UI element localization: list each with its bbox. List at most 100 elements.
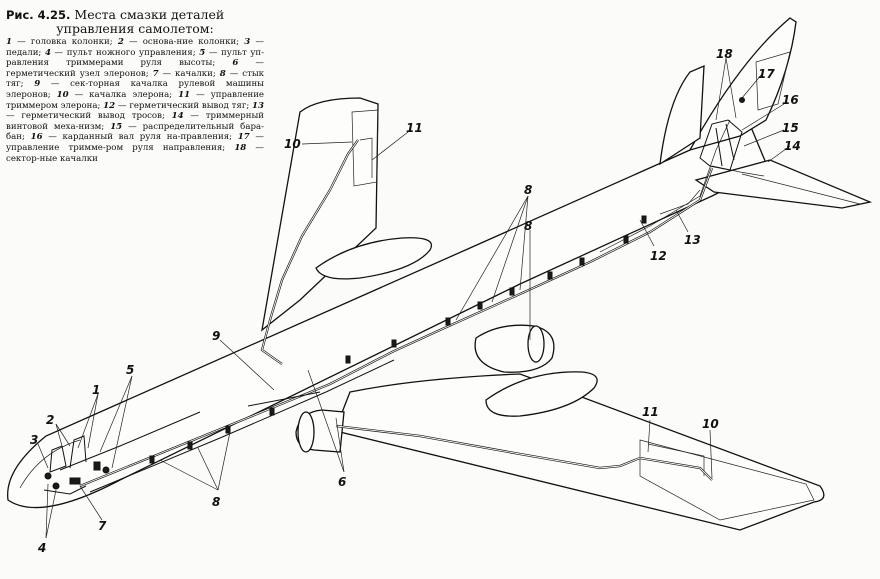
- left-stabilizer: [659, 64, 705, 166]
- right-wing: [335, 373, 825, 531]
- legend-text: герметический вывод тросов;: [21, 111, 165, 122]
- callout-15: 15: [782, 121, 799, 135]
- legend-number: 15: [110, 121, 123, 132]
- callout-6: 6: [338, 475, 346, 489]
- left-nacelle-fairing: [315, 237, 432, 280]
- legend-text: пульт ножного управления;: [66, 47, 196, 58]
- legend-text: управление тримме-ром руля направления;: [6, 142, 226, 153]
- legend-entry: 11 — управление триммером элерона;: [6, 89, 265, 111]
- legend-entry: 1 — головка колонки;: [6, 37, 113, 47]
- legend-entry: 15 — распределительный бара-бан;: [6, 121, 264, 143]
- legend-text: триммерный винтовой меха-низм;: [6, 111, 265, 132]
- legend-entry: 7 — качалки;: [152, 68, 216, 79]
- legend-entry: 9 — сек-торная качалка рулевой машины эл…: [6, 79, 265, 100]
- legend-entry: 10 — качалка элерона;: [56, 89, 173, 100]
- legend-text: карданный вал руля на-правления;: [62, 132, 233, 143]
- left-wing: [261, 97, 379, 332]
- legend-entry: 14 — триммерный винтовой меха-низм;: [6, 111, 265, 132]
- legend-number: 6: [232, 58, 239, 69]
- callout-16: 16: [782, 93, 799, 107]
- callout-14: 14: [784, 139, 801, 153]
- callout-10-left: 10: [284, 137, 301, 151]
- callout-4: 4: [37, 541, 46, 555]
- callout-2: 2: [46, 413, 54, 427]
- rod-joints: [149, 215, 647, 464]
- legend-entry: 3 — педали;: [6, 37, 265, 58]
- legend-number: 16: [30, 132, 43, 143]
- legend-text: управление триммером элерона;: [6, 89, 265, 111]
- legend-entry: 4 — пульт ножного управления;: [44, 47, 196, 58]
- legend-number: 3: [244, 37, 251, 47]
- legend-entry: 2 — основа-ние колонки;: [117, 37, 240, 47]
- rudder: [755, 51, 791, 111]
- left-aileron: [351, 109, 379, 187]
- legend-text: педали;: [6, 47, 42, 58]
- callout-11-left: 11: [406, 121, 423, 135]
- legend-entry: 6 — герметический узел элеронов;: [6, 58, 264, 79]
- legend-number: 13: [252, 100, 264, 111]
- legend-entry: 13 — герметический вывод тросов;: [6, 100, 264, 122]
- caption-title-line1: Места смазки деталей: [74, 7, 225, 22]
- legend-number: 7: [152, 68, 159, 79]
- legend-text: головка колонки;: [30, 37, 113, 47]
- callout-3: 3: [30, 433, 38, 447]
- callout-7: 7: [98, 519, 107, 533]
- legend-text: стык тяг;: [6, 68, 265, 90]
- legend-text: распределительный бара-бан;: [6, 121, 264, 143]
- legend-text: основа-ние колонки;: [142, 37, 240, 47]
- vertical-fin: [688, 17, 797, 152]
- legend-text: сек-торная качалка рулевой машины элерон…: [6, 79, 265, 100]
- legend-entry: 12 — герметический вывод тяг;: [103, 100, 250, 111]
- callout-5: 5: [126, 363, 134, 377]
- elevator: [741, 173, 861, 205]
- legend-entry: 8 — стык тяг;: [6, 68, 265, 90]
- legend-number: 4: [44, 47, 51, 58]
- tail-sector-rockers: [699, 97, 745, 171]
- legend-text: качалка элерона;: [89, 89, 173, 100]
- caption-title: Рис. 4.25. Места смазки деталей: [6, 8, 264, 22]
- right-engine-intake: [297, 411, 315, 453]
- legend-number: 14: [171, 111, 184, 122]
- legend-number: 18: [234, 142, 247, 153]
- figure-caption: Рис. 4.25. Места смазки деталей управлен…: [6, 8, 264, 164]
- legend-text: герметический вывод тяг;: [129, 100, 250, 111]
- legend: 1 — головка колонки; 2 — основа-ние коло…: [6, 37, 264, 164]
- legend-text: пульт уп-равления триммерами руля высоты…: [6, 47, 265, 69]
- callout-1: 1: [92, 383, 100, 397]
- legend-number: 11: [178, 89, 191, 100]
- legend-entry: 5 — пульт уп-равления триммерами руля вы…: [6, 47, 265, 69]
- legend-number: 10: [56, 89, 69, 100]
- callout-18: 18: [716, 47, 733, 61]
- callout-13: 13: [684, 233, 701, 247]
- left-engine-intake: [527, 325, 545, 363]
- right-aileron: [639, 439, 815, 521]
- right-aileron-trim: [647, 443, 705, 476]
- callout-12: 12: [650, 249, 667, 263]
- legend-entry: 16 — карданный вал руля на-правления;: [30, 132, 233, 143]
- callout-11-right: 11: [642, 405, 659, 419]
- legend-number: 8: [219, 68, 226, 79]
- legend-number: 2: [117, 37, 124, 47]
- legend-text: качалки;: [175, 68, 216, 79]
- legend-number: 5: [199, 47, 206, 58]
- left-aileron-trim: [359, 137, 373, 178]
- legend-number: 12: [103, 100, 116, 111]
- callout-8-bottom: 8: [212, 495, 220, 509]
- callout-9: 9: [212, 329, 220, 343]
- cockpit-nose: [19, 439, 81, 489]
- right-nacelle-fairing: [485, 371, 598, 417]
- callout-17: 17: [758, 67, 775, 81]
- legend-text: герметический узел элеронов;: [6, 68, 149, 79]
- leader-lines: [37, 57, 791, 539]
- caption-title-line2: управления самолетом:: [56, 21, 214, 36]
- legend-entry: 18 — сектор-ные качалки: [6, 142, 265, 164]
- figure-number: Рис. 4.25.: [6, 8, 71, 22]
- callout-8-top: 8: [524, 183, 532, 197]
- legend-number: 1: [6, 37, 12, 47]
- callout-8-mid: 8: [524, 219, 532, 233]
- legend-text: сектор-ные качалки: [6, 153, 98, 164]
- callout-10-right: 10: [702, 417, 719, 431]
- legend-number: 9: [34, 79, 41, 90]
- legend-entry: 17 — управление тримме-ром руля направле…: [6, 132, 264, 153]
